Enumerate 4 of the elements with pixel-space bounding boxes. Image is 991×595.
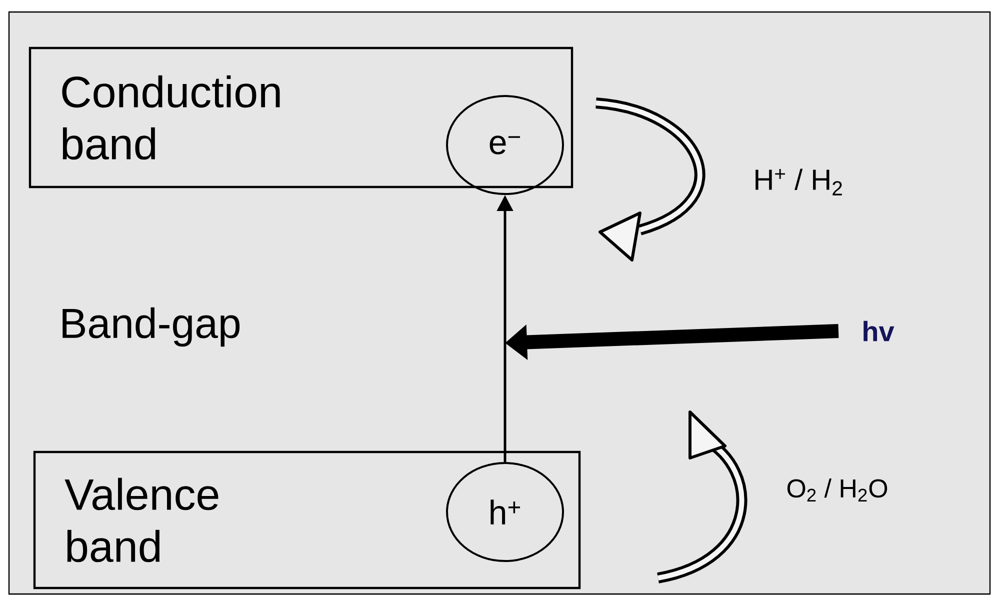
- redox-label: O$_{2}$ / H$_{2}$O: [787, 478, 888, 502]
- axis-label: Band-gap: [62, 307, 240, 347]
- light-label: hv: [864, 320, 894, 342]
- redox-label: H$^{+}$ / H$_{2}$: [756, 168, 842, 196]
